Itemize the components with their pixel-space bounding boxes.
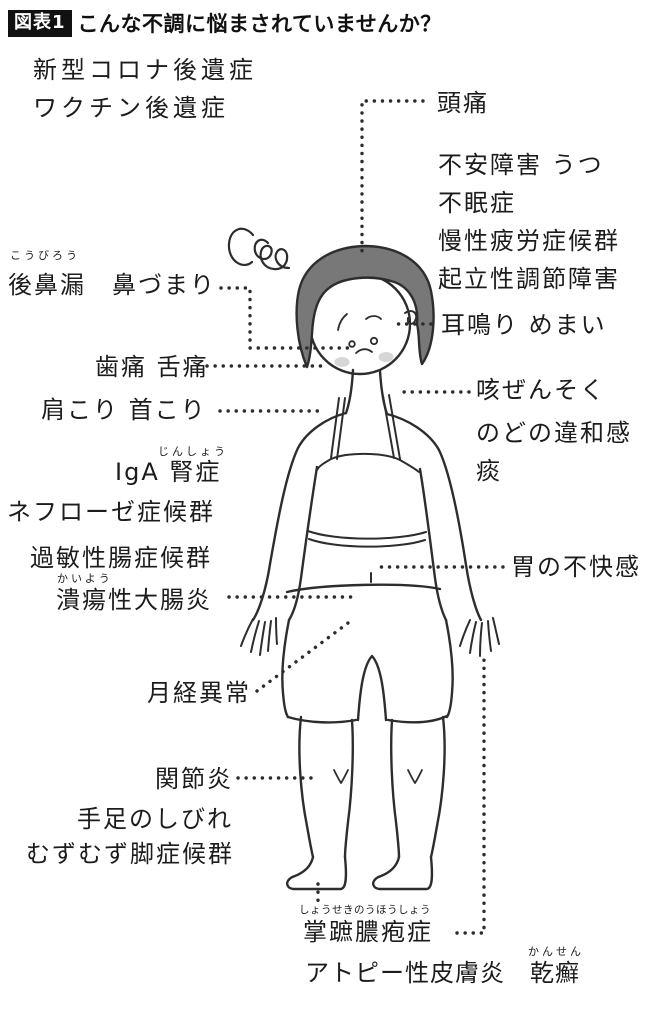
label-ulcerative-colitis: 潰瘍性大腸炎	[56, 586, 212, 614]
left-eye	[348, 340, 356, 348]
leader-line-headache	[360, 99, 425, 254]
label-menstrual-irregularity: 月経異常	[147, 679, 251, 707]
hair	[295, 244, 435, 369]
label-iga-nephropathy: IgA 腎症	[115, 458, 222, 486]
woman-body-lines	[227, 227, 500, 891]
leader-line-pustulosis-hand	[455, 651, 486, 935]
label-toothache-tongue-pain: 歯痛 舌痛	[95, 353, 209, 381]
blush-cheeks	[334, 352, 394, 367]
furigana-psoriasis: かんせん	[528, 945, 584, 958]
leader-line-menstrual	[255, 618, 354, 693]
face-features	[337, 313, 382, 354]
label-ibs: 過敏性腸症候群	[30, 544, 212, 572]
sigh-squiggle-icon	[227, 227, 291, 271]
leader-lines	[205, 99, 505, 935]
label-throat-discomfort: のどの違和感	[476, 419, 632, 447]
figure-title: こんな不調に悩まされていませんか？	[77, 12, 442, 36]
feet	[286, 855, 434, 891]
leader-line-postnasal-drip	[219, 286, 353, 350]
label-insomnia: 不眠症	[438, 189, 516, 217]
furigana-ulcerative-colitis: かいよう	[57, 572, 113, 585]
label-tinnitus-dizziness: 耳鳴り めまい	[441, 311, 607, 339]
label-phlegm: 痰	[476, 457, 502, 485]
figure-header: 図表1 こんな不調に悩まされていませんか？	[8, 8, 442, 38]
label-arthritis: 関節炎	[155, 765, 233, 793]
label-postnasal-drip: 後鼻漏 鼻づまり	[8, 271, 216, 299]
left-hand	[240, 617, 278, 656]
label-atopic-dermatitis-psoriasis: アトピー性皮膚炎 乾癬	[305, 959, 580, 987]
label-chronic-fatigue: 慢性疲労症候群	[438, 227, 620, 255]
label-stomach-discomfort: 胃の不快感	[511, 553, 641, 581]
right-eye	[369, 336, 379, 346]
right-hand	[459, 617, 500, 657]
furigana-postnasal-drip: こうびろう	[10, 249, 80, 262]
neck	[344, 368, 389, 416]
label-cough-asthma: 咳ぜんそく	[476, 376, 606, 404]
figure-number-badge: 図表1	[8, 9, 72, 37]
right-arm	[385, 412, 483, 622]
label-orthostatic-dysregulation: 起立性調節障害	[438, 265, 620, 293]
label-covid-aftereffects: 新型コロナ後遺症	[33, 56, 257, 84]
furigana-iga-nephropathy: じんしょう	[158, 445, 228, 458]
ear-curl	[404, 310, 418, 325]
label-restless-legs: むずむず脚症候群	[26, 840, 234, 868]
label-palmoplantar-pustulosis: 掌蹠膿疱症	[303, 918, 433, 946]
furigana-palmoplantar-pustulosis: しょうせきのうほうしょう	[299, 904, 431, 916]
sad-mouth	[355, 348, 373, 354]
right-eyebrow	[365, 315, 382, 320]
label-shoulder-neck-stiffness: 肩こり 首こり	[41, 396, 207, 424]
legs	[298, 715, 446, 859]
torso-left	[287, 465, 319, 622]
label-nephrotic-syndrome: ネフローゼ症候群	[7, 498, 215, 526]
shorts	[281, 583, 454, 724]
label-vaccine-aftereffects: ワクチン後遺症	[33, 94, 229, 122]
torso-right	[418, 467, 448, 622]
label-headache: 頭痛	[437, 89, 489, 117]
label-anxiety-depression: 不安障害 うつ	[438, 151, 604, 179]
left-eyebrow	[337, 313, 348, 331]
left-arm	[251, 411, 348, 622]
label-limb-numbness: 手足のしびれ	[77, 805, 233, 833]
camisole-top	[307, 394, 427, 548]
